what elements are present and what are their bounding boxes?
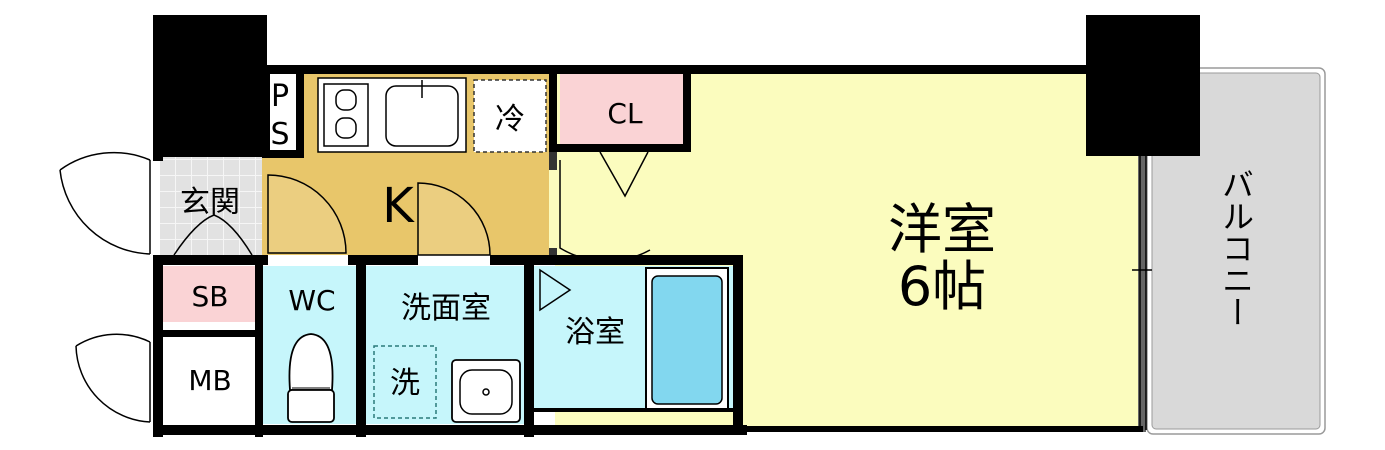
western-room-label: 洋室 (888, 198, 996, 261)
door-swings (59, 151, 651, 423)
washer-space (373, 345, 437, 419)
stove-burner-icon (335, 89, 357, 111)
balcony-label: バルコニー (1217, 168, 1255, 328)
kitchen-fixtures (317, 77, 547, 153)
meter-box-label: MB (188, 364, 231, 397)
washbasin-icon (451, 359, 521, 423)
fridge-label: 冷 (495, 102, 525, 137)
closet-floor (560, 72, 690, 144)
washroom-label: 洗面室 (401, 291, 491, 326)
kitchen-floor (262, 154, 552, 260)
fridge-space (473, 79, 547, 153)
stove-burner-icon (335, 117, 357, 139)
ps-label-p: P (271, 79, 289, 114)
washer-label: 洗 (390, 366, 420, 401)
kitchen-label: K (382, 178, 415, 234)
door-openings (268, 170, 557, 265)
closet-label: CL (607, 97, 643, 130)
western-room-size: 6帖 (898, 255, 986, 318)
balcony (1146, 67, 1326, 435)
bathroom-label: 浴室 (565, 315, 625, 350)
shoebox-floor (160, 266, 256, 322)
entrance-label: 玄関 (180, 185, 240, 220)
meter-box-floor (160, 338, 256, 424)
washroom-fixtures (373, 345, 521, 423)
ps-label-s: S (270, 117, 289, 152)
sliding-window (1132, 156, 1152, 430)
bathtub-icon (645, 267, 729, 411)
entrance-floor (160, 154, 262, 260)
shoebox-label: SB (192, 280, 229, 313)
wc-toilet-icon (287, 333, 335, 423)
wc-label: WC (288, 284, 335, 317)
